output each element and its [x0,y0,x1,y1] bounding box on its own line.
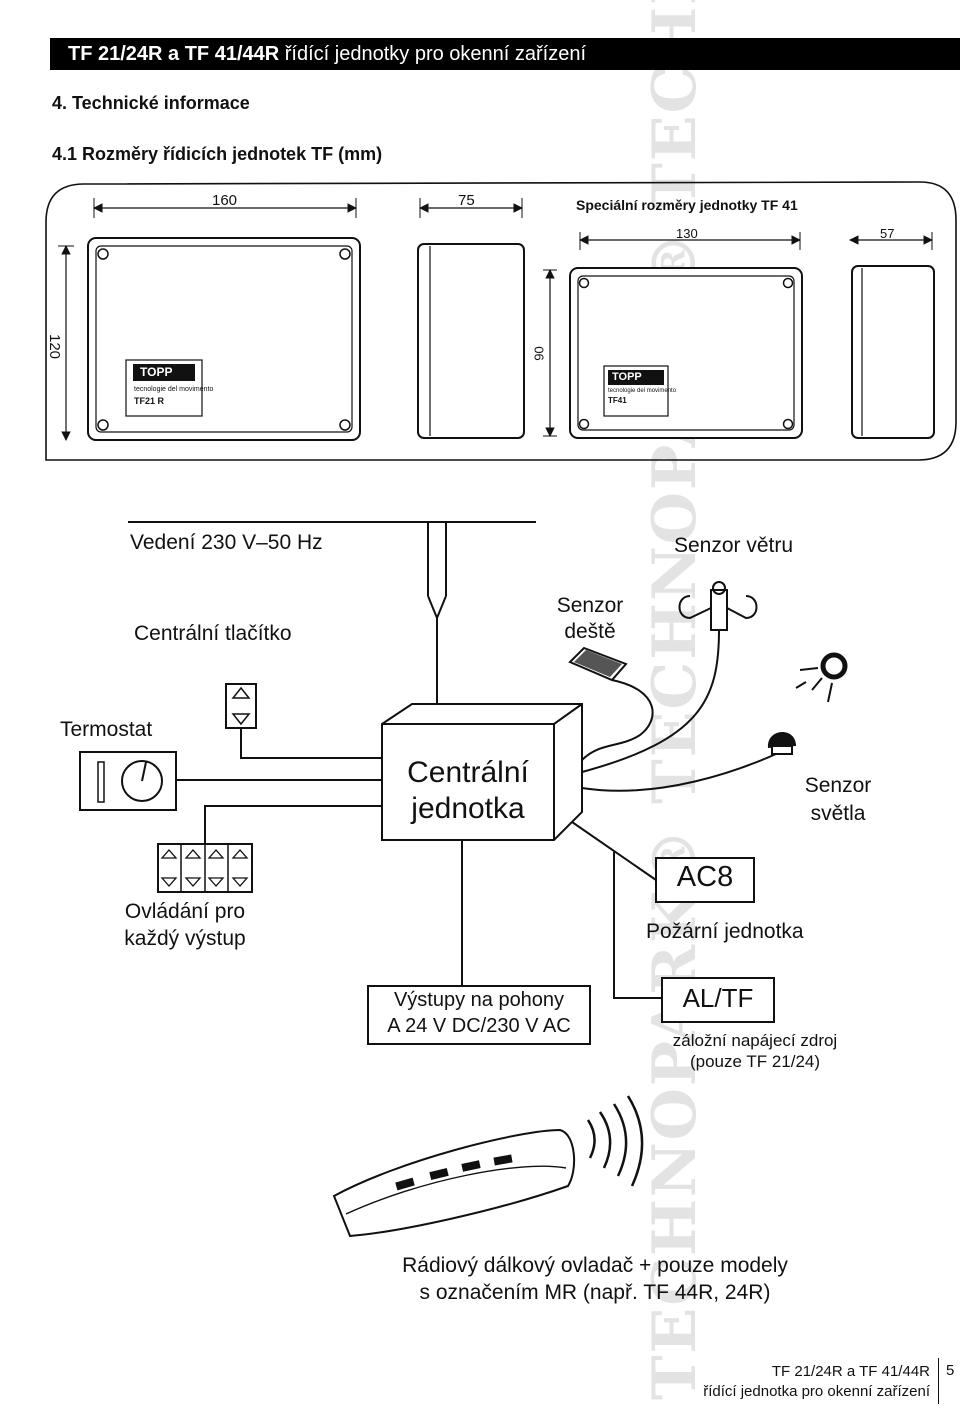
tf21-side-view [417,243,525,439]
fire-unit-code: AC8 [676,861,734,893]
rain-sensor-label-1: Senzor [556,594,624,617]
dim-depth-tf41-label: 57 [880,226,895,241]
outputs-box [367,985,591,1045]
dim-height-tf41-label: 90 [531,346,547,361]
per-output-label-1: Ovládání pro [124,900,246,923]
dim-height-main-label: 120 [46,333,64,360]
footer-line-2: řídící jednotka pro okenní zařízení [703,1383,930,1400]
wind-sensor-label: Senzor větru [674,534,794,557]
section-subtitle: 4.1 Rozměry řídicích jednotek TF (mm) [52,144,383,164]
header-title-bold: TF 21/24R a TF 41/44R [68,43,280,65]
per-output-label-2: každý výstup [124,927,246,950]
header-title: TF 21/24R a TF 41/44R řídící jednotky pr… [68,41,586,67]
backup-label-1: záložní napájecí zdroj [672,1031,838,1050]
wind-sensor-icon [678,581,758,631]
central-button-icon [225,683,257,729]
tf21-brand-tagline: tecnologie del movimento [134,386,214,393]
thermostat-icon [79,751,177,811]
fire-unit-label: Požární jednotka [646,920,804,943]
header-bar [50,38,960,70]
tf41-brand-logo: TOPP [612,371,642,383]
outputs-label-2: A 24 V DC/230 V AC [387,1015,571,1037]
rain-sensor-icon [568,646,628,682]
remote-control-icon [332,1128,576,1238]
light-sensor-label-1: Senzor [804,774,872,797]
dim-width-main-label: 160 [212,192,238,209]
remote-label-2: s označením MR (např. TF 44R, 24R) [419,1281,771,1304]
central-unit-box [381,703,583,841]
dimensions-frame [45,181,957,461]
tf21-brand-logo: TOPP [140,365,173,379]
page-number: 5 [946,1362,955,1379]
light-sensor-icon [767,652,848,755]
tf41-model-label: TF41 [608,396,627,405]
footer: TF 21/24R a TF 41/44R řídící jednotka pr… [703,1362,930,1402]
central-unit-label-1: Centrální [407,756,529,789]
dim-depth-main-label: 75 [458,192,475,209]
central-unit-label-2: jednotka [411,792,525,825]
tf41-side-view [851,265,935,439]
tf21-model-label: TF21 R [134,396,165,406]
light-sensor-label-2: světla [810,802,866,825]
dim-width-tf41-label: 130 [676,226,698,241]
backup-supply-box [661,977,775,1023]
supply-label: Vedení 230 V–50 Hz [130,531,323,554]
backup-code: AL/TF [682,983,754,1013]
tf41-front-view [569,267,803,439]
remote-label-1: Rádiový dálkový ovladač + pouze modely [402,1254,788,1277]
backup-label-2: (pouze TF 21/24) [689,1052,821,1071]
page-number-divider [938,1358,939,1404]
radio-waves-icon [586,1095,644,1187]
rain-sensor-label-2: deště [564,620,616,643]
fire-unit-box [655,857,755,903]
thermostat-label: Termostat [60,718,153,741]
footer-line-1: TF 21/24R a TF 41/44R [771,1363,930,1380]
central-button-label: Centrální tlačítko [134,622,292,645]
header-title-rest: řídící jednotky pro okenní zařízení [279,43,587,65]
per-output-controls-icon [157,843,253,893]
outputs-label-1: Výstupy na pohony [393,989,565,1011]
tf21-front-view [87,237,361,441]
special-dimensions-title: Speciální rozměry jednotky TF 41 [576,197,798,213]
section-title: 4. Technické informace [52,93,250,113]
tf41-brand-tagline: tecnologie del movimento [608,388,677,394]
